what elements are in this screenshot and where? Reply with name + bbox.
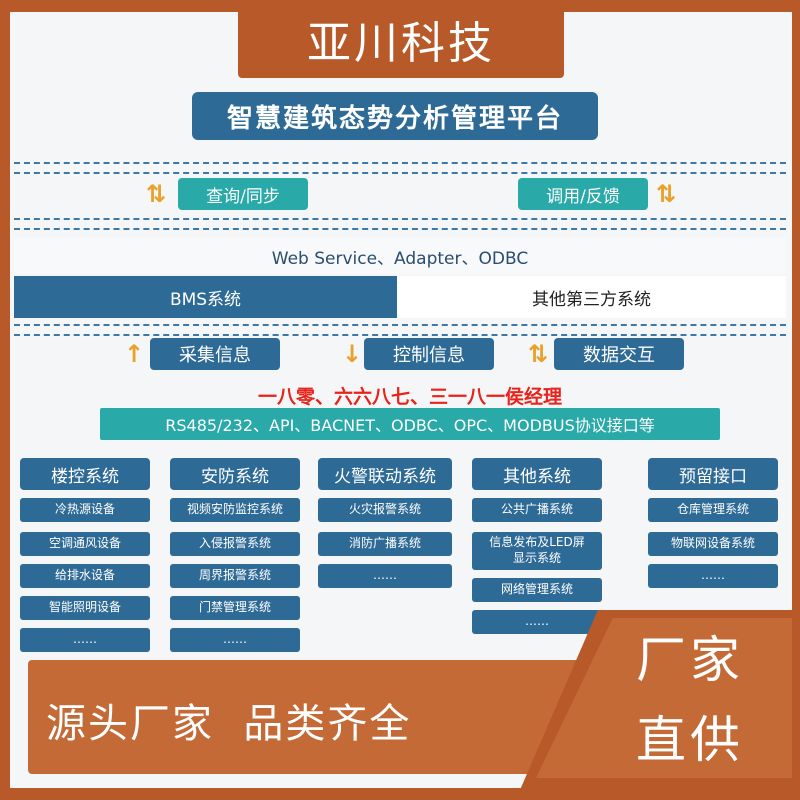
bidirectional-arrow-icon: ⇅ <box>145 180 167 208</box>
list-item: …… <box>648 564 778 588</box>
bidirectional-arrow-icon: ⇅ <box>655 180 677 208</box>
protocols-top: Web Service、Adapter、ODBC <box>14 238 786 274</box>
list-item: 智能照明设备 <box>20 596 150 620</box>
list-item: …… <box>318 564 452 588</box>
dashed-divider <box>14 334 786 336</box>
column-header-fire-alarm: 火警联动系统 <box>318 458 452 490</box>
list-item: …… <box>170 628 300 652</box>
protocols-bar: RS485/232、API、BACNET、ODBC、OPC、MODBUS协议接口… <box>100 408 720 440</box>
collect-info-box: 采集信息 <box>150 338 280 370</box>
list-item: 周界报警系统 <box>170 564 300 588</box>
dashed-divider <box>14 228 786 230</box>
list-item: 网络管理系统 <box>472 578 602 602</box>
list-item: 入侵报警系统 <box>170 532 300 556</box>
list-item: 视频安防监控系统 <box>170 498 300 522</box>
list-item: 空调通风设备 <box>20 532 150 556</box>
up-arrow-icon: ↑ <box>123 340 145 368</box>
column-header-other-systems: 其他系统 <box>472 458 602 490</box>
column-header-building-control: 楼控系统 <box>20 458 150 490</box>
dashed-divider <box>14 172 786 174</box>
control-info-box: 控制信息 <box>364 338 494 370</box>
data-exchange-box: 数据交互 <box>554 338 684 370</box>
list-item: 冷热源设备 <box>20 498 150 522</box>
dashed-divider <box>14 324 786 326</box>
query-sync-box: 查询/同步 <box>178 178 308 210</box>
promo-text-left: 源头厂家 品类齐全 <box>46 701 412 747</box>
list-item: 信息发布及LED屏显示系统 <box>472 532 602 570</box>
dashed-divider <box>14 218 786 220</box>
contact-text: 一八零、六六八七、三一八一侯经理 <box>257 385 562 408</box>
list-item: 火灾报警系统 <box>318 498 452 522</box>
list-item: 门禁管理系统 <box>170 596 300 620</box>
bidirectional-arrow-icon: ⇅ <box>527 340 549 368</box>
promo-text-right-bottom: 直供 <box>636 711 744 769</box>
dashed-divider <box>14 162 786 164</box>
brand-title: 亚川科技 <box>238 0 564 78</box>
promo-text-right-top: 厂家 <box>636 631 744 689</box>
list-item: …… <box>472 610 602 634</box>
list-item: 消防广播系统 <box>318 532 452 556</box>
platform-title: 智慧建筑态势分析管理平台 <box>192 92 598 140</box>
list-item: …… <box>20 628 150 652</box>
list-item: 给排水设备 <box>20 564 150 588</box>
list-item: 公共广播系统 <box>472 498 602 522</box>
down-arrow-icon: ↓ <box>341 340 363 368</box>
list-item: 仓库管理系统 <box>648 498 778 522</box>
bms-system: BMS系统 <box>14 276 397 318</box>
list-item: 物联网设备系统 <box>648 532 778 556</box>
call-feedback-box: 调用/反馈 <box>518 178 648 210</box>
column-header-reserved-interface: 预留接口 <box>648 458 778 490</box>
promo-banner-left <box>28 660 588 774</box>
third-party-system: 其他第三方系统 <box>397 276 786 318</box>
column-header-security: 安防系统 <box>170 458 300 490</box>
